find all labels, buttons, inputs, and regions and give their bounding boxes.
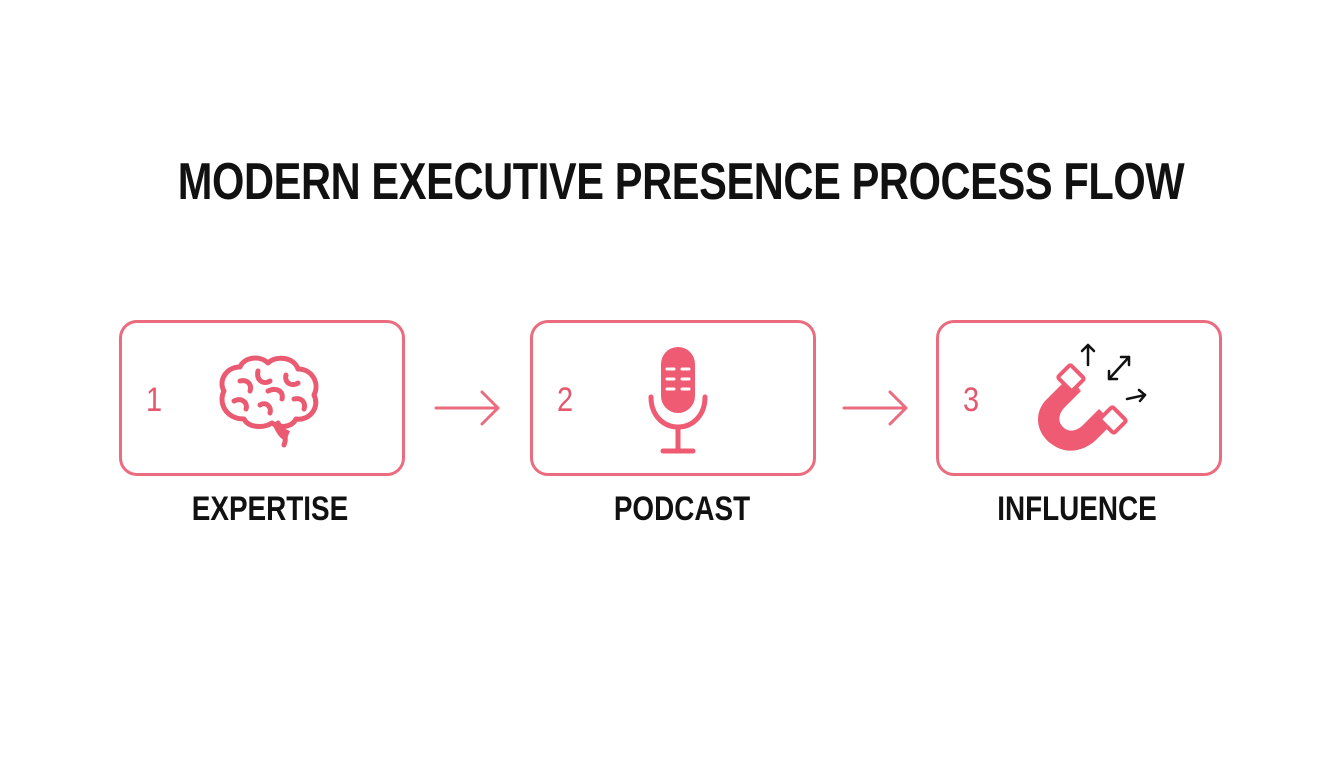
step-number: 1 (146, 381, 163, 419)
brain-icon (219, 355, 319, 448)
step-label-expertise: EXPERTISE (191, 490, 349, 528)
step-box-podcast: 2 (530, 320, 816, 476)
magnet-icon (1038, 343, 1147, 451)
step-box-expertise: 1 (119, 320, 405, 476)
step-label-podcast: PODCAST (613, 490, 751, 528)
step-box-influence: 3 (936, 320, 1222, 476)
arrow-icon (434, 390, 500, 426)
step-label-influence: INFLUENCE (997, 490, 1157, 528)
step-number: 3 (963, 381, 980, 419)
arrow-icon (842, 390, 908, 426)
diagram-title: MODERN EXECUTIVE PRESENCE PROCESS FLOW (177, 153, 1185, 211)
step-number: 2 (557, 381, 574, 419)
microphone-icon (648, 347, 708, 454)
